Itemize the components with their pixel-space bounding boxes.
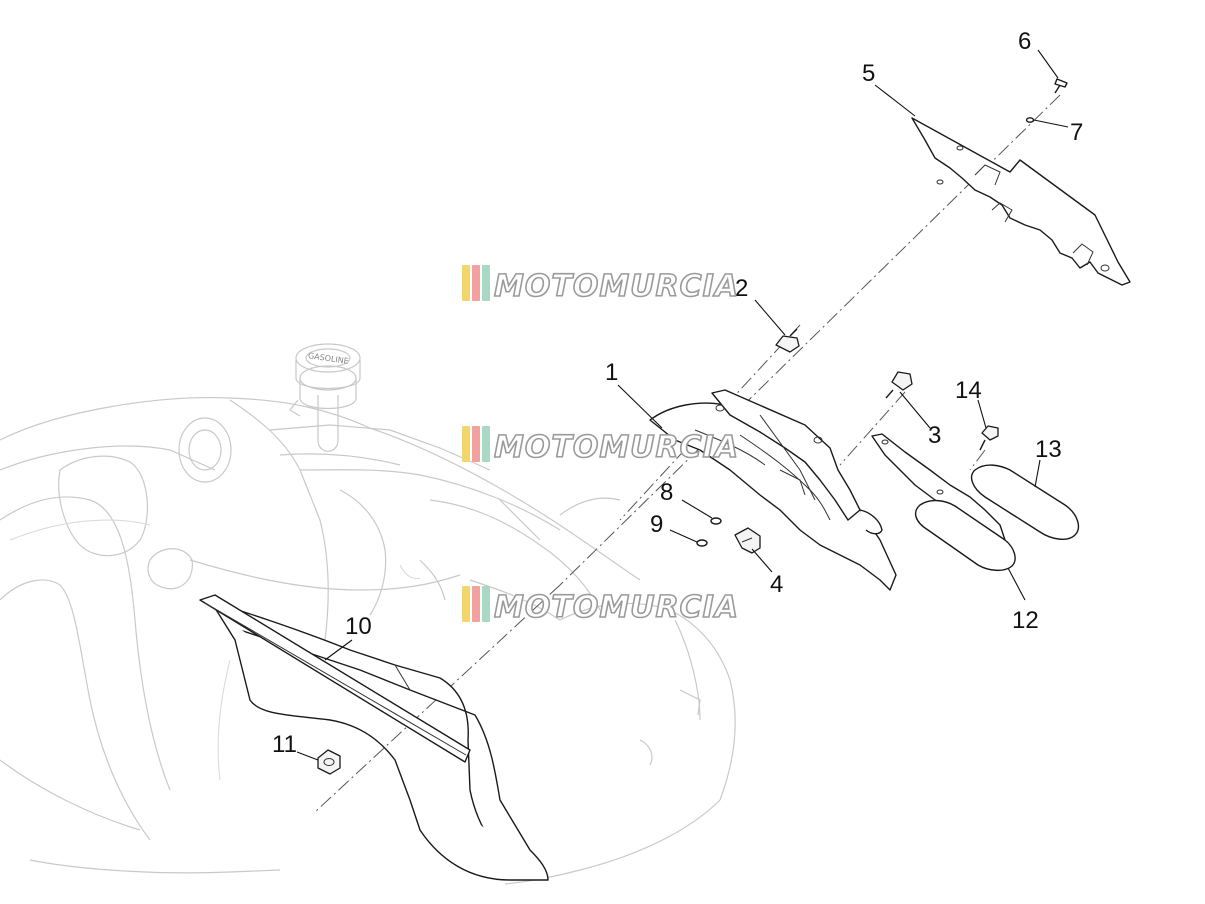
callout-8: 8 — [660, 479, 673, 506]
part-2-screw — [775, 328, 800, 353]
watermark-stripe-3 — [482, 265, 490, 301]
watermark-text: MOTOMURCIA — [494, 430, 739, 465]
callout-7: 7 — [1070, 119, 1083, 146]
watermark-top: MOTOMURCIA — [462, 265, 739, 305]
callout-13: 13 — [1035, 436, 1062, 463]
part-10-splash-guard — [199, 594, 549, 881]
part-11-grommet — [317, 749, 341, 775]
watermark-stripe-2 — [472, 265, 480, 301]
watermark-stripe-1 — [462, 586, 470, 622]
part-4-clip — [734, 527, 761, 554]
part-3-screw — [885, 371, 913, 399]
watermark-middle: MOTOMURCIA — [462, 426, 739, 466]
callout-5: 5 — [862, 60, 875, 87]
tank-cap-text: GASOLINE — [307, 351, 349, 366]
callout-1: 1 — [605, 359, 618, 386]
watermark-stripe-2 — [472, 426, 480, 462]
callout-10: 10 — [345, 613, 372, 640]
tank-filler-neck: GASOLINE — [289, 343, 361, 452]
part-7-washer — [1025, 117, 1035, 123]
callout-3: 3 — [928, 422, 941, 449]
watermark-stripe-1 — [462, 265, 470, 301]
part-14-screw — [979, 425, 999, 451]
callout-14: 14 — [955, 377, 982, 404]
callout-4: 4 — [770, 571, 783, 598]
callout-labels: 1 2 3 4 5 6 7 8 9 10 11 12 13 14 — [272, 28, 1083, 758]
watermark-stripe-3 — [482, 426, 490, 462]
part-13-reflector-lens — [970, 464, 1080, 540]
watermark-text: MOTOMURCIA — [494, 269, 739, 304]
callout-2: 2 — [735, 275, 748, 302]
watermark-stripe-2 — [472, 586, 480, 622]
callout-9: 9 — [650, 511, 663, 538]
callout-12: 12 — [1012, 607, 1039, 634]
callout-11: 11 — [272, 731, 297, 758]
watermark-text: MOTOMURCIA — [494, 590, 739, 625]
callout-6: 6 — [1018, 28, 1031, 55]
part-9-nut — [696, 539, 708, 547]
part-1-plate-light-housing — [649, 389, 897, 591]
leader-lines — [296, 49, 1069, 761]
part-12-bracket-reflector — [871, 433, 1016, 572]
scooter-rear-body-outline — [0, 397, 736, 885]
watermark-bottom: MOTOMURCIA — [462, 586, 739, 626]
part-6-screw — [1054, 78, 1068, 94]
part-8-washer — [710, 517, 722, 525]
watermark-stripe-1 — [462, 426, 470, 462]
watermark-stripe-3 — [482, 586, 490, 622]
part-5-plate-holder — [911, 117, 1131, 286]
